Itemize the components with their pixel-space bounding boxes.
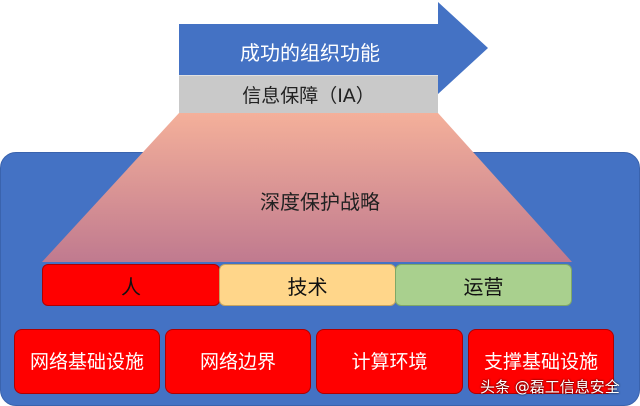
infra-computing-environment: 计算环境 xyxy=(316,329,463,394)
infra-supporting-infrastructure: 支撑基础设施 xyxy=(468,329,614,394)
right-arrow-shape xyxy=(179,2,488,94)
pillar-people: 人 xyxy=(42,264,220,306)
pillar-technology: 技术 xyxy=(219,264,396,306)
pillar-operations: 运营 xyxy=(395,264,572,306)
infra-network-infrastructure: 网络基础设施 xyxy=(14,329,160,394)
strategy-trapezoid xyxy=(42,113,572,262)
defense-in-depth-strategy-label: 深度保护战略 xyxy=(260,189,380,214)
watermark: 头条 @磊工信息安全 xyxy=(480,377,620,396)
information-assurance-bar: 信息保障（IA） xyxy=(179,75,438,113)
organization-function-label: 成功的组织功能 xyxy=(240,40,380,65)
infra-network-boundary: 网络边界 xyxy=(165,329,311,394)
